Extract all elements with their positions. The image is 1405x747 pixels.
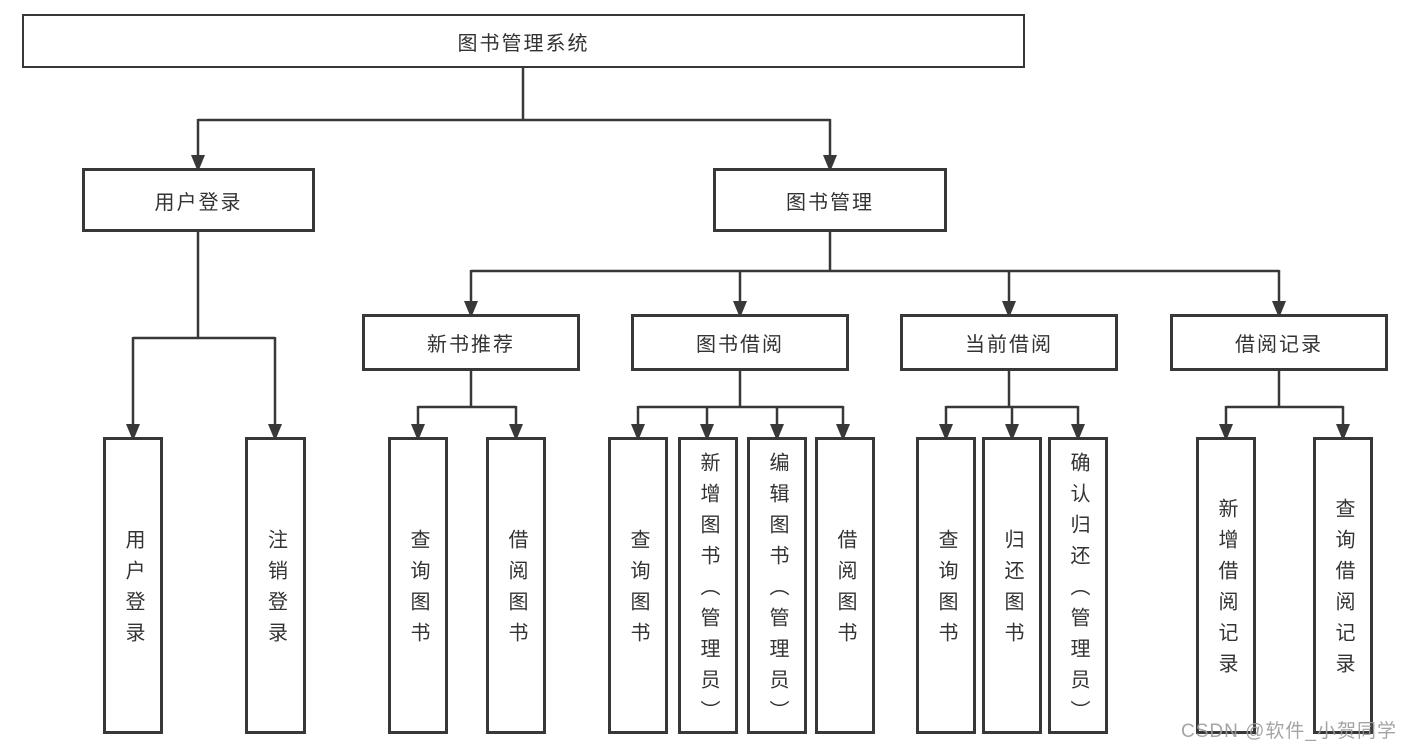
leaf-confirm-return-admin-label: 确认归还（管理员） (1067, 451, 1089, 731)
leaf-add-borrow-record-label: 新增借阅记录 (1215, 498, 1237, 684)
leaf-query-borrow-record: 查询借阅记录 (1313, 437, 1373, 734)
leaf-user-login: 用户登录 (103, 437, 163, 734)
leaf-return-book-label: 归还图书 (1001, 529, 1023, 653)
node-current-borrow-label: 当前借阅 (965, 334, 1053, 356)
leaf-query-borrow-record-label: 查询借阅记录 (1332, 498, 1354, 684)
csdn-watermark: CSDN @软件_小贺同学 (1181, 721, 1397, 742)
node-root-system: 图书管理系统 (22, 14, 1025, 68)
leaf-logout-label: 注销登录 (264, 529, 287, 653)
leaf-borrow-books-recommend-label: 借阅图书 (505, 529, 527, 653)
leaf-confirm-return-admin: 确认归还（管理员） (1048, 437, 1108, 734)
leaf-query-books-borrow: 查询图书 (608, 437, 668, 734)
node-book-borrow: 图书借阅 (631, 314, 849, 371)
node-book-borrow-label: 图书借阅 (696, 334, 784, 356)
node-current-borrow: 当前借阅 (900, 314, 1118, 371)
node-user-login: 用户登录 (82, 168, 315, 232)
leaf-borrow-books-recommend: 借阅图书 (486, 437, 546, 734)
node-book-management: 图书管理 (713, 168, 947, 232)
leaf-return-book: 归还图书 (982, 437, 1042, 734)
leaf-edit-book-admin: 编辑图书（管理员） (747, 437, 807, 734)
leaf-query-books-current-label: 查询图书 (935, 529, 957, 653)
node-user-login-label: 用户登录 (154, 191, 243, 214)
leaf-borrow-books-label: 借阅图书 (834, 529, 856, 653)
leaf-query-books-recommend-label: 查询图书 (407, 529, 429, 653)
node-borrow-records: 借阅记录 (1170, 314, 1388, 371)
leaf-logout: 注销登录 (245, 437, 306, 734)
node-book-management-label: 图书管理 (786, 191, 874, 214)
leaf-add-book-admin: 新增图书（管理员） (678, 437, 738, 734)
leaf-user-login-label: 用户登录 (122, 529, 144, 653)
node-borrow-records-label: 借阅记录 (1235, 334, 1323, 356)
leaf-query-books-recommend: 查询图书 (388, 437, 448, 734)
leaf-edit-book-admin-label: 编辑图书（管理员） (766, 451, 788, 731)
node-new-book-recommend-label: 新书推荐 (427, 334, 515, 356)
node-root-label: 图书管理系统 (457, 32, 590, 55)
leaf-add-book-admin-label: 新增图书（管理员） (697, 451, 719, 731)
node-new-book-recommend: 新书推荐 (362, 314, 580, 371)
leaf-query-books-borrow-label: 查询图书 (627, 529, 649, 653)
leaf-query-books-current: 查询图书 (916, 437, 976, 734)
leaf-add-borrow-record: 新增借阅记录 (1196, 437, 1256, 734)
leaf-borrow-books: 借阅图书 (815, 437, 875, 734)
